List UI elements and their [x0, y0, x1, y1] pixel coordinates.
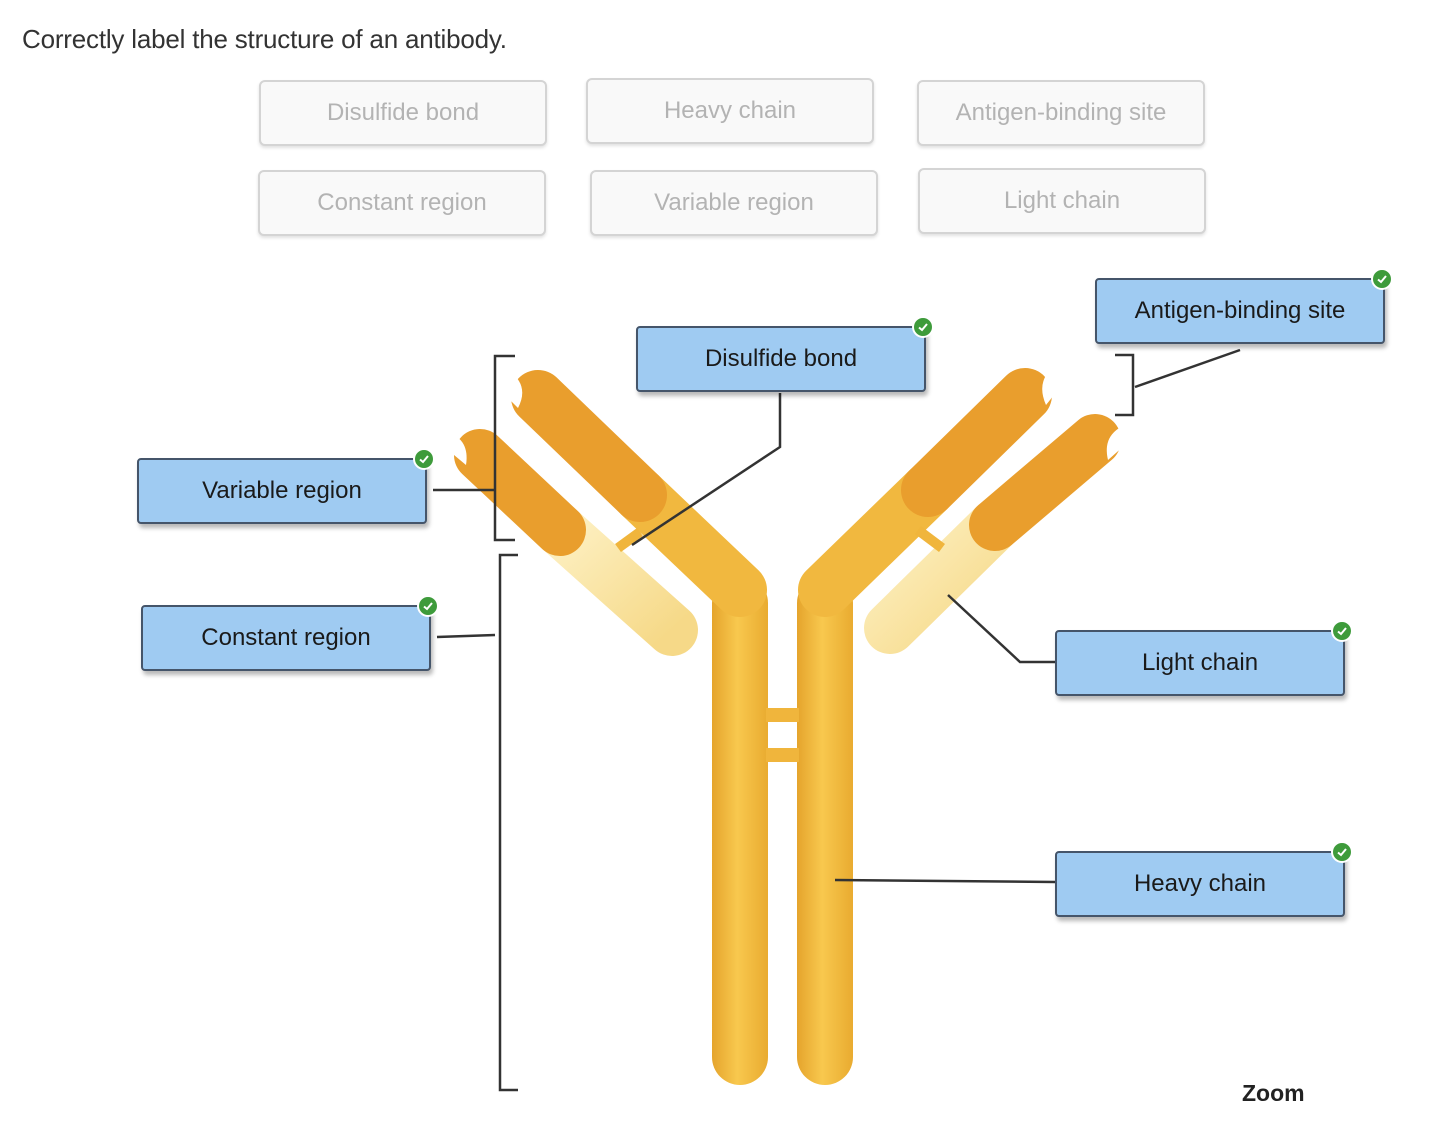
leader-disulfide-bond: [631, 393, 782, 547]
leader-antigen-binding-site: [1134, 348, 1241, 389]
leader-constant-region: [436, 633, 496, 639]
check-icon: [1331, 620, 1353, 642]
bank-tile-constant-region[interactable]: Constant region: [258, 170, 546, 236]
placed-label-text: Antigen-binding site: [1134, 297, 1346, 324]
bank-tile-disulfide-bond[interactable]: Disulfide bond: [259, 80, 547, 146]
placed-label-text: Heavy chain: [1133, 870, 1267, 897]
check-icon: [417, 595, 439, 617]
heavy-arm-right: [798, 368, 1052, 617]
placed-label-text: Disulfide bond: [704, 345, 858, 372]
hinge-bond-upper: [766, 708, 799, 722]
heavy-chain-left: [712, 575, 768, 1085]
arm-bond-left: [615, 527, 643, 553]
placed-label-heavy-chain[interactable]: Heavy chain: [1055, 841, 1353, 917]
question-instruction: Correctly label the structure of an anti…: [22, 24, 507, 54]
bank-tile-heavy-chain[interactable]: Heavy chain: [586, 78, 874, 144]
antigen-binding-site-bracket: [1115, 353, 1135, 417]
heavy-chain-right: [797, 575, 853, 1085]
placed-label-variable-region[interactable]: Variable region: [137, 448, 435, 524]
leader-heavy-chain: [834, 878, 1056, 884]
light-chain-left: [454, 429, 698, 656]
light-chain-right: [864, 414, 1121, 654]
heavy-arm-left: [511, 370, 767, 617]
antigen-notch-left-heavy: [500, 370, 523, 408]
antigen-notch-right-heavy: [1042, 365, 1062, 405]
check-icon: [912, 316, 934, 338]
check-icon: [413, 448, 435, 470]
check-icon: [1371, 268, 1393, 290]
hinge-bond-lower: [766, 748, 799, 762]
bank-tile-variable-region[interactable]: Variable region: [590, 170, 878, 236]
constant-region-bracket: [498, 553, 518, 1092]
placed-label-light-chain[interactable]: Light chain: [1055, 620, 1353, 696]
placed-label-text: Constant region: [201, 624, 371, 651]
antigen-notch-right-light: [1106, 425, 1125, 460]
variable-region-bracket: [493, 354, 515, 542]
placed-label-antigen-binding-site[interactable]: Antigen-binding site: [1095, 268, 1393, 344]
placed-label-constant-region[interactable]: Constant region: [141, 595, 439, 671]
check-icon: [1331, 841, 1353, 863]
bank-tile-light-chain[interactable]: Light chain: [918, 168, 1206, 234]
bank-tile-antigen-binding-site[interactable]: Antigen-binding site: [917, 80, 1205, 146]
placed-label-text: Light chain: [1141, 649, 1259, 676]
leader-light-chain: [947, 594, 1055, 664]
antigen-notch-left-light: [448, 432, 467, 465]
placed-label-disulfide-bond[interactable]: Disulfide bond: [636, 316, 934, 392]
placed-label-text: Variable region: [202, 477, 362, 504]
zoom-button[interactable]: Zoom: [1242, 1080, 1305, 1106]
arm-bond-right: [915, 526, 945, 552]
